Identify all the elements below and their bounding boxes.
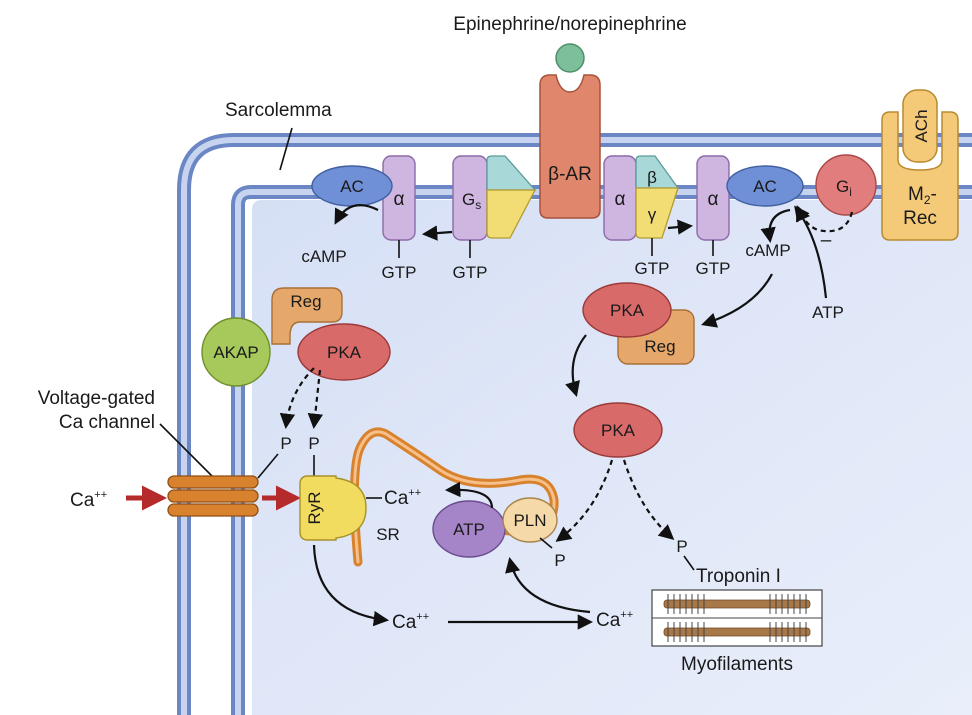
arrow-gamma-to-alpha	[667, 219, 694, 235]
m2-rec-label: Rec	[903, 208, 937, 229]
minus-label: –	[821, 230, 832, 251]
gi-label: Gi	[836, 177, 852, 199]
arrow-pka-dissociation	[565, 334, 587, 397]
ca-bottom-mid-label: Ca++	[392, 611, 429, 633]
gtp-2-label: GTP	[453, 263, 488, 282]
alpha-mid-label: α	[615, 189, 626, 210]
camp-left-label: cAMP	[301, 247, 346, 266]
ligand-molecule	[555, 43, 585, 73]
m2-receptor	[881, 89, 959, 241]
akap	[201, 317, 271, 387]
gtp-4-label: GTP	[696, 259, 731, 278]
arrow-ac-to-camp-right	[760, 208, 791, 244]
vgcc-leader	[159, 423, 215, 479]
vgcc-label-2: Ca channel	[59, 412, 155, 433]
pka-left	[297, 323, 391, 381]
atp-top-label: ATP	[812, 303, 844, 322]
arrow-atp-to-ca-sr	[444, 481, 494, 509]
gi-protein	[815, 154, 877, 216]
p-2-label: P	[308, 434, 319, 453]
adenylyl-cyclase-right	[726, 165, 804, 207]
myofilaments-label: Myofilaments	[681, 654, 793, 675]
p-troponin-link	[683, 555, 695, 571]
pln-p-link	[539, 537, 553, 549]
ca-sr-label: Ca++	[384, 487, 421, 509]
akap-label: AKAP	[213, 343, 258, 362]
arrow-ryr-release-ca	[312, 544, 390, 627]
p-1-label: P	[280, 434, 291, 453]
arrow-camp-to-pka-reg	[701, 273, 773, 328]
gs-label: Gs	[462, 190, 481, 212]
myofilaments	[651, 589, 823, 647]
ca-in-label: Ca++	[70, 489, 107, 511]
pln-label: PLN	[513, 511, 546, 530]
arrow-gs-to-alpha	[421, 225, 453, 241]
voltage-gated-ca-channel	[167, 475, 259, 517]
atp-sr-label: ATP	[453, 520, 485, 539]
ach-label: ACh	[912, 109, 931, 142]
sarcolemma-label: Sarcolemma	[225, 100, 332, 121]
arrow-pka-to-pln-p	[555, 459, 614, 542]
vgcc-label-1: Voltage-gated	[38, 388, 155, 409]
p-3-label: P	[554, 551, 565, 570]
pka-center	[573, 402, 663, 458]
p-1-link	[257, 453, 279, 479]
ac-right-label: AC	[753, 177, 777, 196]
arrow-ca-reuptake	[505, 556, 591, 614]
arrow-pka-to-troponin-p	[622, 459, 675, 541]
gs-gamma-subunit	[486, 189, 537, 239]
gamma-sub-label: γ	[648, 205, 657, 224]
sr-highlight	[352, 430, 556, 564]
ryr-receptor	[299, 475, 367, 541]
sarcolemma-membrane	[177, 133, 972, 715]
ligand-label: Epinephrine/norepinephrine	[453, 14, 686, 35]
camp-right-label: cAMP	[745, 241, 790, 260]
sarcolemma-leader	[279, 127, 293, 171]
arrow-gi-inhibits-ac	[795, 205, 854, 233]
beta-ar-receptor	[539, 74, 601, 219]
reg-left-label: Reg	[290, 292, 321, 311]
pka-right-top	[582, 282, 672, 338]
cytoplasm	[252, 200, 972, 715]
troponin-label: Troponin I	[696, 566, 781, 587]
alpha-right-label: α	[708, 189, 719, 210]
gtp-3-label: GTP	[635, 259, 670, 278]
pka-left-label: PKA	[327, 343, 362, 362]
pka-center-label: PKA	[601, 421, 636, 440]
phospholamban	[502, 497, 558, 543]
ca-bottom-right-label: Ca++	[596, 609, 633, 631]
ac-left-label: AC	[340, 177, 364, 196]
gtp-1-label: GTP	[382, 263, 417, 282]
ryr-label: RyR	[305, 491, 324, 524]
gs-beta-subunit	[486, 155, 537, 191]
p-4-label: P	[676, 537, 687, 556]
beta-ar-label: β-AR	[548, 164, 592, 185]
arrow-ac-to-camp-left	[334, 204, 379, 225]
arrow-pka-to-ryr-p	[307, 369, 323, 430]
beta-sub-label: β	[647, 168, 657, 187]
alpha-left-label: α	[394, 189, 405, 210]
reg-left	[271, 287, 343, 345]
gamma-subunit	[635, 187, 679, 239]
pka-right-top-label: PKA	[610, 301, 645, 320]
m2-label: M2-	[908, 184, 937, 207]
beta-subunit	[635, 155, 680, 189]
sr-label: SR	[376, 525, 400, 544]
reg-right-label: Reg	[644, 337, 675, 356]
